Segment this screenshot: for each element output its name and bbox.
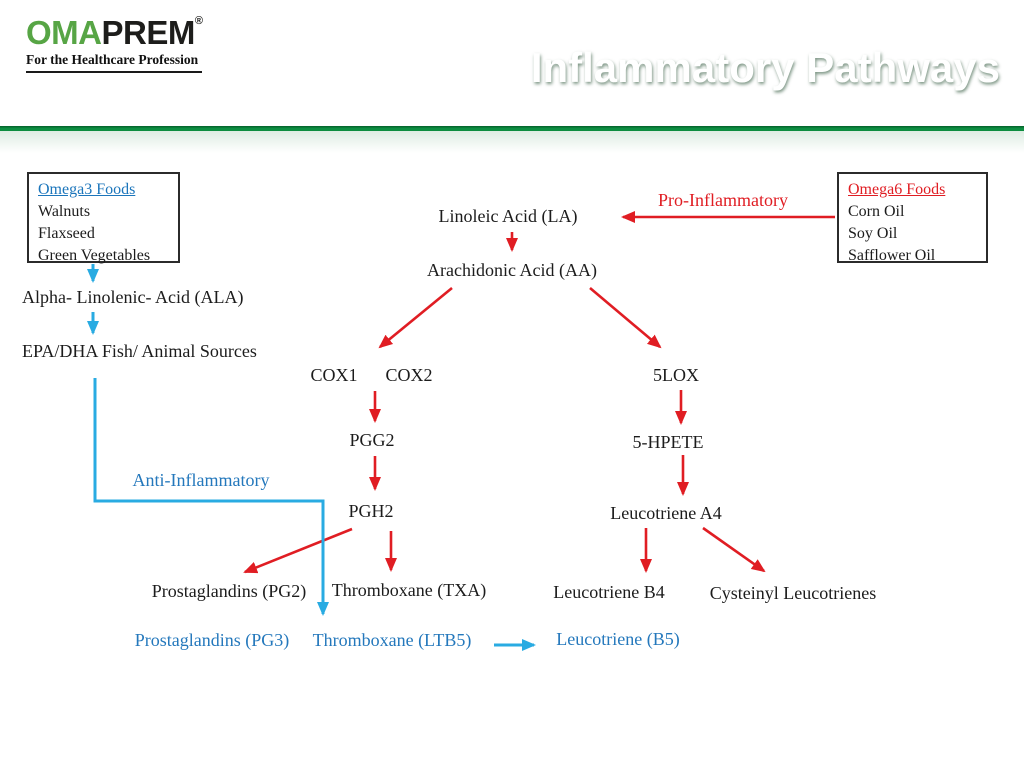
cox1-label: COX1: [310, 365, 358, 385]
logo-text-black: PREM: [101, 14, 196, 51]
prostaglandins-pg2-label: Prostaglandins (PG2): [151, 581, 307, 601]
arrow-leucotriene-a4-to-cysteinyl: [702, 526, 766, 573]
anti-inflammatory-label: Anti-Inflammatory: [132, 470, 270, 490]
omega6-item: Safflower Oil: [848, 247, 936, 265]
five-hpete-label: 5-HPETE: [632, 432, 704, 452]
epa-dha-label: EPA/DHA Fish/ Animal Sources: [22, 341, 257, 361]
thromboxane-ltb5-label: Thromboxane (LTB5): [312, 630, 472, 650]
arachidonic-acid-label: Arachidonic Acid (AA): [427, 260, 597, 280]
header-separator-fade: [0, 131, 1024, 153]
omega3-item: Green Vegetables: [38, 247, 151, 265]
prostaglandins-pg3-label: Prostaglandins (PG3): [134, 630, 290, 650]
omega6-item: Soy Oil: [848, 225, 898, 243]
omega3-item: Flaxseed: [38, 225, 95, 243]
arrow-epa-dha-anti-inflammatory-path: [93, 378, 329, 616]
pgg2-label: PGG2: [349, 430, 395, 450]
pro-inflammatory-label: Pro-Inflammatory: [658, 190, 788, 210]
linoleic-acid-label: Linoleic Acid (LA): [438, 206, 578, 226]
pgh2-label: PGH2: [348, 501, 394, 521]
header-separator-line: [0, 126, 1024, 131]
alpha-linolenic-acid-label: Alpha- Linolenic- Acid (ALA): [22, 287, 244, 307]
omega6-foods-box: Omega6 Foods Corn Oil Soy Oil Safflower …: [837, 172, 988, 264]
omega6-item: Corn Oil: [848, 203, 905, 221]
arrow-arachidonic-to-5lox: [589, 287, 662, 349]
registered-trademark-icon: ®: [194, 15, 203, 27]
logo-wordmark: OMAPREM®: [26, 14, 203, 51]
cysteinyl-leucotrienes-label: Cysteinyl Leucotrienes: [709, 583, 877, 603]
arrow-arachidonic-to-cox: [378, 286, 453, 349]
five-lox-label: 5LOX: [653, 365, 699, 385]
leucotriene-b5-label: Leucotriene (B5): [556, 629, 680, 649]
omega3-item: Walnuts: [38, 203, 91, 221]
leucotriene-b4-label: Leucotriene B4: [553, 582, 665, 602]
cox2-label: COX2: [385, 365, 433, 385]
omega6-foods-link[interactable]: Omega6 Foods: [848, 181, 946, 198]
logo-text-green: OMA: [26, 14, 102, 51]
arrow-pgh2-to-prostaglandins-pg2: [243, 527, 353, 574]
omega3-foods-box: Omega3 Foods Walnuts Flaxseed Green Vege…: [27, 172, 180, 264]
logo-tagline: For the Healthcare Profession: [26, 52, 203, 73]
thromboxane-txa-label: Thromboxane (TXA): [331, 580, 487, 600]
leucotriene-a4-label: Leucotriene A4: [610, 503, 722, 523]
page-title: Inflammatory Pathways: [530, 44, 1000, 91]
omega3-foods-link[interactable]: Omega3 Foods: [38, 181, 136, 198]
omaprem-logo: OMAPREM® For the Healthcare Profession: [14, 10, 215, 77]
